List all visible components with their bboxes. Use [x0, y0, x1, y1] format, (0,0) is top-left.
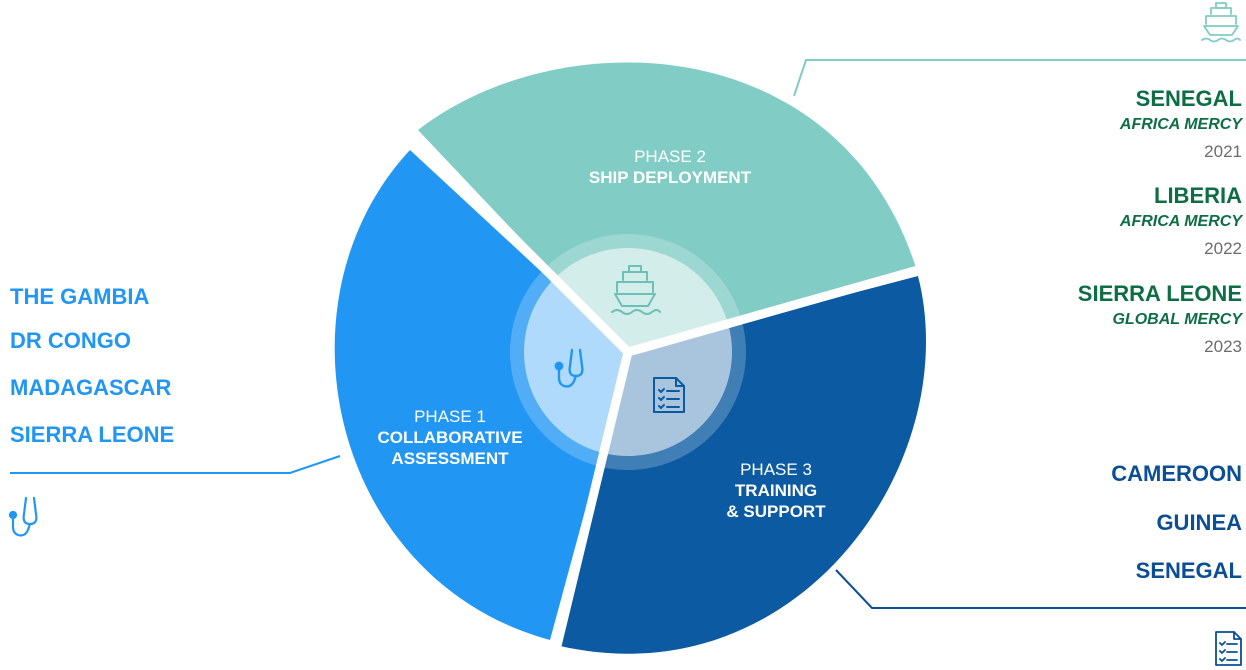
phase-1-country: SIERRA LEONE	[10, 422, 175, 447]
phase-2-label: PHASE 2 SHIP DEPLOYMENT	[560, 146, 780, 188]
phase-2-connector	[793, 59, 1246, 97]
phase-1-country: MADAGASCAR	[10, 375, 172, 400]
deployment-ship: AFRICA MERCY	[1119, 116, 1242, 133]
deployment-country: SENEGAL	[1135, 86, 1242, 111]
deployment-ship: GLOBAL MERCY	[1112, 311, 1242, 328]
phase-2-name: SHIP DEPLOYMENT	[588, 168, 752, 187]
deployment-country: LIBERIA	[1154, 183, 1242, 208]
phase-3-number: PHASE 3	[740, 460, 812, 479]
deployment-year: 2023	[1204, 337, 1242, 356]
phase-2-number: PHASE 2	[634, 147, 706, 166]
deployment-year: 2022	[1204, 239, 1242, 258]
phase-1-name-line1: COLLABORATIVE	[377, 428, 523, 447]
checklist-icon	[1215, 631, 1242, 666]
deployment-country: SIERRA LEONE	[1077, 281, 1242, 306]
phase-3-country: GUINEA	[1156, 510, 1242, 535]
checklist-icon	[653, 377, 685, 413]
phase-3-name-line1: TRAINING	[734, 481, 818, 500]
phase-3-country: SENEGAL	[1135, 558, 1242, 583]
phase-1-number: PHASE 1	[414, 407, 486, 426]
phase-3-name-line2: & SUPPORT	[726, 502, 826, 521]
phase-2-segment	[418, 62, 916, 352]
deployment-ship: AFRICA MERCY	[1119, 213, 1242, 230]
stethoscope-icon	[554, 348, 584, 388]
phase-3-connector	[835, 569, 1246, 609]
phase-3-label: PHASE 3 TRAINING & SUPPORT	[666, 459, 886, 522]
phase-1-name-line2: ASSESSMENT	[391, 449, 509, 468]
phase-1-segment	[334, 150, 628, 640]
phase-3-country: CAMEROON	[1111, 461, 1242, 486]
deployment-year: 2021	[1204, 142, 1242, 161]
phase-1-country: DR CONGO	[10, 328, 131, 353]
phase-1-country: THE GAMBIA	[10, 284, 150, 309]
ship-icon	[611, 265, 661, 315]
ship-icon	[1201, 2, 1241, 43]
stethoscope-icon	[8, 496, 38, 537]
phase-1-connector	[10, 455, 341, 474]
phase-1-label: PHASE 1 COLLABORATIVE ASSESSMENT	[340, 406, 560, 469]
